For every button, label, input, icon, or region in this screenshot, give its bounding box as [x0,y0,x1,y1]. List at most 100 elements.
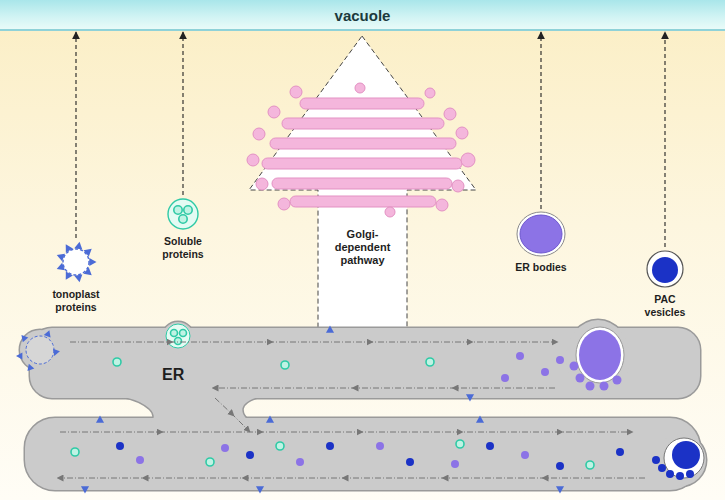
pac-protein [556,462,564,470]
er-body-protein [516,352,524,360]
golgi-vesicle [456,127,468,139]
soluble-protein [179,215,187,223]
golgi-vesicle [385,207,395,217]
tonoplast-protein [74,274,83,282]
tonoplast-protein [19,333,29,343]
pac-protein [652,456,660,464]
soluble-protein [113,358,121,366]
tonoplast-protein [55,251,65,261]
vesicle-node: ER bodies [508,211,574,274]
tonoplast-protein [466,394,474,401]
vesicle-node: Soluble proteins [147,197,219,260]
er-shape [18,316,708,496]
golgi-vesicle [355,83,365,93]
cargo-label: tonoplast proteins [43,288,109,313]
tonoplast-protein [74,241,83,249]
er-body-bud [576,327,624,383]
flow-line [60,478,645,479]
vesicle-membrane [168,199,198,229]
vesicle-membrane [63,249,89,275]
tonoplast-protein [84,246,95,257]
golgi-vesicle [452,180,464,192]
pac-protein [406,458,414,466]
tonoplast-protein [556,486,564,493]
er-body-protein [600,382,609,391]
golgi-vesicle [253,128,265,140]
vesicle-icon [166,197,200,231]
soluble-protein [276,442,284,450]
er-body-protein [570,362,579,371]
cargo-label: Soluble proteins [150,235,216,260]
er-body-protein [521,451,529,459]
flow-line [60,432,630,433]
golgi-stack [247,83,475,217]
soluble-protein [281,361,289,369]
er-body-protein [541,368,549,376]
er-network: ER [18,316,708,496]
golgi-cisterna [300,98,424,109]
flow-line [215,398,248,430]
pac-core [652,257,678,283]
er-body-protein [586,382,595,391]
golgi-vesicle [268,106,280,118]
soluble-protein [426,358,434,366]
golgi-cisterna [270,138,456,149]
golgi-cisterna [262,158,462,169]
pac-protein [658,464,666,472]
er-body-protein [221,444,229,452]
tonoplast-protein [62,271,73,281]
transport-arrow [75,32,76,238]
soluble-protein [586,461,594,469]
organelle-label: ER [158,364,188,385]
pac-membrane [647,251,683,287]
vesicle-icon [645,249,685,289]
pac-protein [116,442,124,450]
golgi-vesicle [290,86,302,98]
soluble-protein [171,330,178,337]
er-outline [20,320,706,490]
flow-line [215,388,555,389]
er-lumen [20,320,706,490]
er-body-membrane [517,212,565,256]
pac-protein [246,451,254,459]
pathway-arrow-shape [245,30,480,355]
er-body-protein [136,456,144,464]
transport-arrow [182,32,183,195]
tonoplast-protein [326,326,334,333]
golgi-vesicle [436,199,448,211]
pac-protein [686,470,694,478]
pac-bud-core [672,441,700,469]
tonoplast-protein [16,352,22,359]
tonoplast-protein [256,486,264,493]
tonoplast-protein [55,263,65,273]
tonoplast-protein [25,364,35,374]
er-body-protein [451,460,459,468]
er-body-protein [613,376,622,385]
transport-arrow [540,32,541,209]
golgi-vesicle [256,178,268,190]
golgi-vesicle [278,198,290,210]
pathway-arrow [249,36,476,352]
pac-protein [326,442,334,450]
tonoplast-protein [89,258,96,266]
tonoplast-protein [476,416,484,423]
pac-protein [616,448,624,456]
pac-bud [664,438,704,478]
tonoplast-protein [96,416,104,423]
soluble-bud [166,324,190,348]
tonoplast-bud [26,336,54,364]
vesicle-icon [516,211,566,257]
tonoplast-protein [62,242,73,252]
flow-line [70,342,555,343]
pac-protein [666,470,674,478]
golgi-vesicle [444,108,456,120]
vesicle-icon [54,240,98,284]
soluble-protein [175,338,182,345]
soluble-protein [206,458,214,466]
cargo-label: ER bodies [511,261,571,274]
er-body-protein [556,356,564,364]
soluble-protein [456,440,464,448]
region-label: vacuole [0,7,725,25]
er-body-protein [501,374,509,382]
